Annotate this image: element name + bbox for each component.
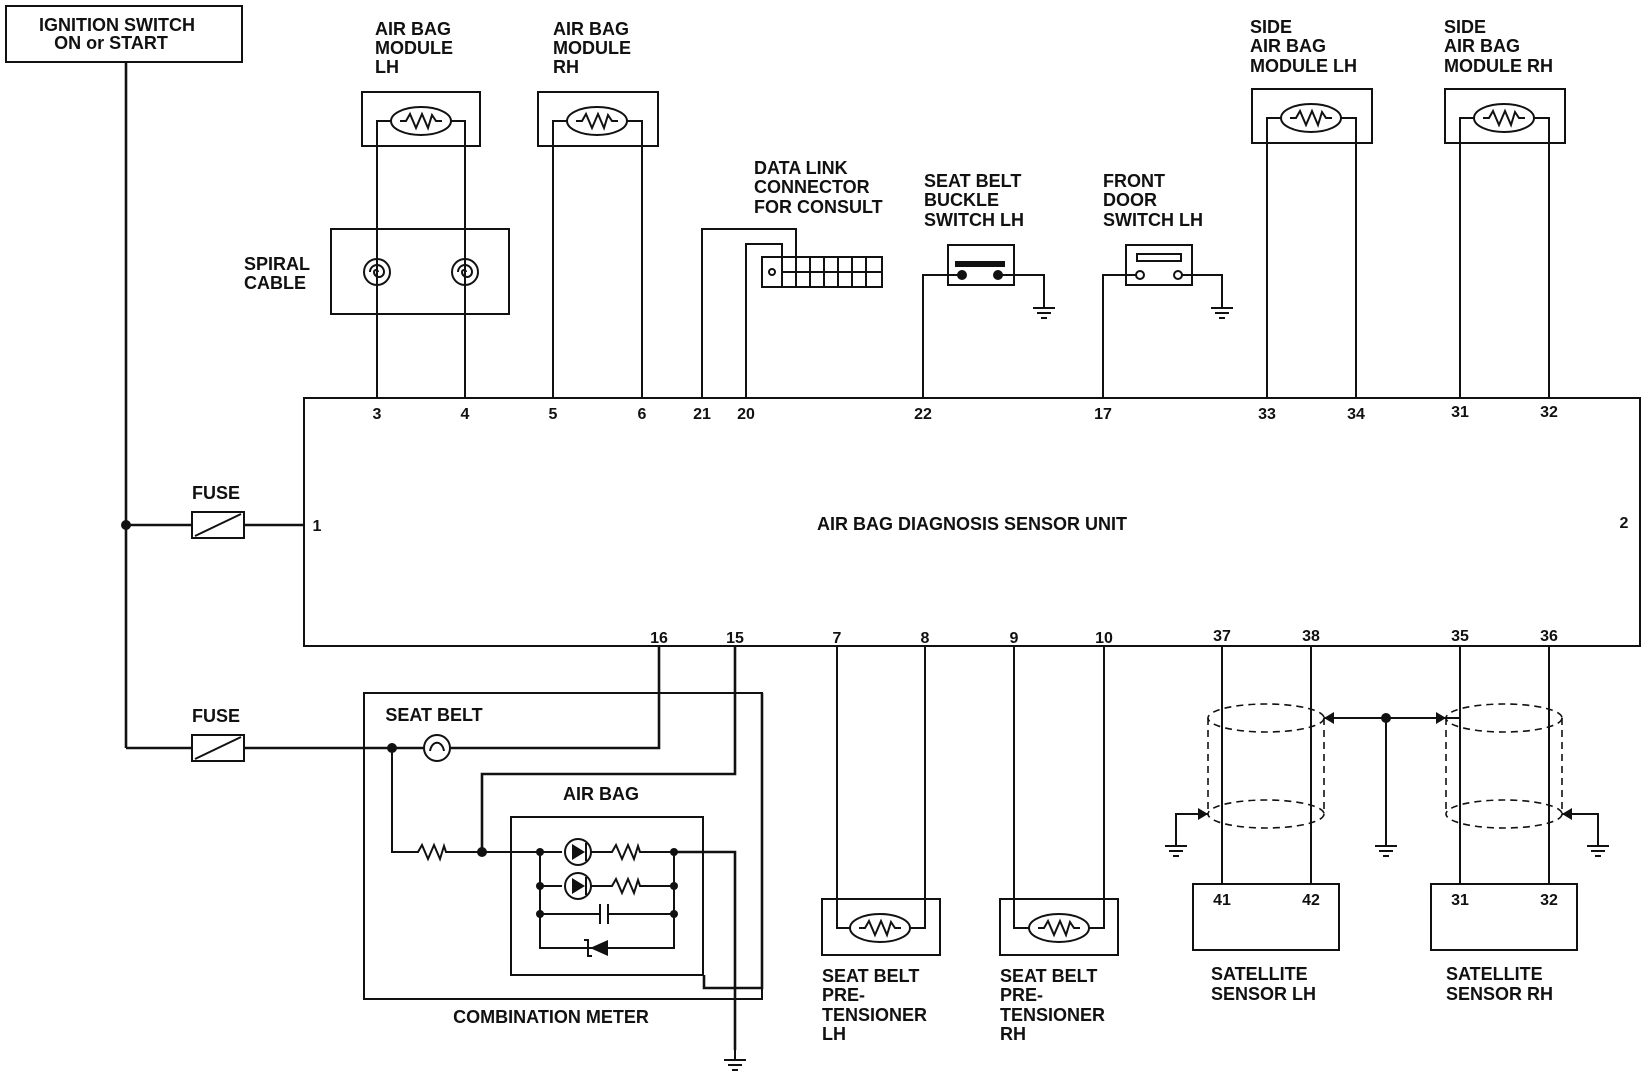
pin-label: 15 — [726, 630, 744, 647]
pin-label: 17 — [1094, 406, 1112, 423]
pin-label: 1 — [313, 518, 322, 535]
satellite-sensor-rh — [1430, 883, 1578, 951]
data-link-connector — [761, 256, 883, 288]
shielded-cable-rh — [1445, 703, 1563, 829]
air-bag-lamp-label: AIR BAG — [563, 784, 639, 804]
satellite-sensor-rh-label: SENSOR RH — [1446, 984, 1553, 1004]
pin-label: 32 — [1540, 892, 1558, 909]
air-bag-module-rh-label: MODULE — [553, 38, 631, 58]
pin-label: 16 — [650, 630, 668, 647]
pin-label: 38 — [1302, 628, 1320, 645]
spiral-cable-label: SPIRAL — [244, 254, 310, 274]
combination-meter-label: COMBINATION METER — [453, 1007, 649, 1027]
ignition-switch-box — [5, 5, 243, 63]
fuse-1 — [191, 511, 245, 539]
side-air-bag-module-lh — [1251, 88, 1373, 144]
air-bag-module-rh — [537, 91, 659, 147]
satellite-sensor-lh-label: SATELLITE — [1211, 964, 1308, 984]
pin-label: 33 — [1258, 406, 1276, 423]
pin-label: 34 — [1347, 406, 1365, 423]
pin-label: 31 — [1451, 892, 1469, 909]
ignition-switch-label: IGNITION SWITCH — [39, 15, 195, 35]
buckle-switch-label: SWITCH LH — [924, 210, 1024, 230]
fuse-1-label: FUSE — [192, 483, 240, 503]
door-switch-label: FRONT — [1103, 171, 1165, 191]
pin-label: 37 — [1213, 628, 1231, 645]
spiral-cable — [330, 228, 510, 315]
pin-label: 8 — [921, 630, 930, 647]
pin-label: 3 — [373, 406, 382, 423]
satellite-sensor-rh-label: SATELLITE — [1446, 964, 1543, 984]
pin-label: 10 — [1095, 630, 1113, 647]
fuse-2 — [191, 734, 245, 762]
seat-belt-buckle-switch-lh — [947, 244, 1015, 286]
pre-tensioner-lh-label: PRE- — [822, 985, 865, 1005]
unit-label: AIR BAG DIAGNOSIS SENSOR UNIT — [817, 514, 1127, 534]
seat-belt-pre-tensioner-rh — [999, 898, 1119, 956]
door-switch-label: DOOR — [1103, 190, 1157, 210]
spiral-cable-label: CABLE — [244, 273, 306, 293]
pin-label: 36 — [1540, 628, 1558, 645]
pre-tensioner-lh-label: SEAT BELT — [822, 966, 919, 986]
pin-label: 41 — [1213, 892, 1231, 909]
pin-label: 7 — [833, 630, 842, 647]
pin-label: 32 — [1540, 404, 1558, 421]
seat-belt-warning-lamp — [423, 734, 451, 762]
seat-belt-pre-tensioner-lh — [821, 898, 941, 956]
pin-label: 20 — [737, 406, 755, 423]
air-bag-module-lh-label: MODULE — [375, 38, 453, 58]
pin-label: 42 — [1302, 892, 1320, 909]
pre-tensioner-lh-label: TENSIONER — [822, 1005, 927, 1025]
pre-tensioner-rh-label: RH — [1000, 1024, 1026, 1044]
pin-label: 9 — [1010, 630, 1019, 647]
air-bag-module-lh-label: AIR BAG — [375, 19, 451, 39]
data-link-connector-label: DATA LINK — [754, 158, 848, 178]
buckle-switch-label: SEAT BELT — [924, 171, 1021, 191]
side-air-bag-module-lh-label: SIDE — [1250, 17, 1292, 37]
pre-tensioner-rh-label: SEAT BELT — [1000, 966, 1097, 986]
side-air-bag-module-lh-label: AIR BAG — [1250, 36, 1326, 56]
air-bag-warning-lamp-box — [510, 816, 704, 976]
data-link-connector-label: FOR CONSULT — [754, 197, 883, 217]
pin-label: 35 — [1451, 628, 1469, 645]
pin-label: 6 — [638, 406, 647, 423]
satellite-sensor-lh-label: SENSOR LH — [1211, 984, 1316, 1004]
door-switch-label: SWITCH LH — [1103, 210, 1203, 230]
pin-label: 4 — [461, 406, 470, 423]
side-air-bag-module-rh — [1444, 88, 1566, 144]
air-bag-module-rh-label: AIR BAG — [553, 19, 629, 39]
side-air-bag-module-rh-label: AIR BAG — [1444, 36, 1520, 56]
side-air-bag-module-rh-label: SIDE — [1444, 17, 1486, 37]
air-bag-module-rh-label: RH — [553, 57, 579, 77]
satellite-sensor-lh — [1192, 883, 1340, 951]
side-air-bag-module-lh-label: MODULE LH — [1250, 56, 1357, 76]
air-bag-module-lh-label: LH — [375, 57, 399, 77]
front-door-switch-lh — [1125, 244, 1193, 286]
buckle-switch-label: BUCKLE — [924, 190, 999, 210]
air-bag-diagnosis-sensor-unit — [303, 397, 1641, 647]
shielded-cable-lh — [1207, 703, 1325, 829]
ignition-switch-label-2: ON or START — [54, 33, 168, 53]
fuse-2-label: FUSE — [192, 706, 240, 726]
pre-tensioner-lh-label: LH — [822, 1024, 846, 1044]
pin-label: 22 — [914, 406, 932, 423]
seat-belt-lamp-label: SEAT BELT — [385, 705, 482, 725]
pin-label: 2 — [1620, 515, 1629, 532]
pre-tensioner-rh-label: TENSIONER — [1000, 1005, 1105, 1025]
pin-label: 21 — [693, 406, 711, 423]
pin-label: 5 — [549, 406, 558, 423]
air-bag-module-lh — [361, 91, 481, 147]
pre-tensioner-rh-label: PRE- — [1000, 985, 1043, 1005]
data-link-connector-label: CONNECTOR — [754, 177, 870, 197]
pin-label: 31 — [1451, 404, 1469, 421]
side-air-bag-module-rh-label: MODULE RH — [1444, 56, 1553, 76]
